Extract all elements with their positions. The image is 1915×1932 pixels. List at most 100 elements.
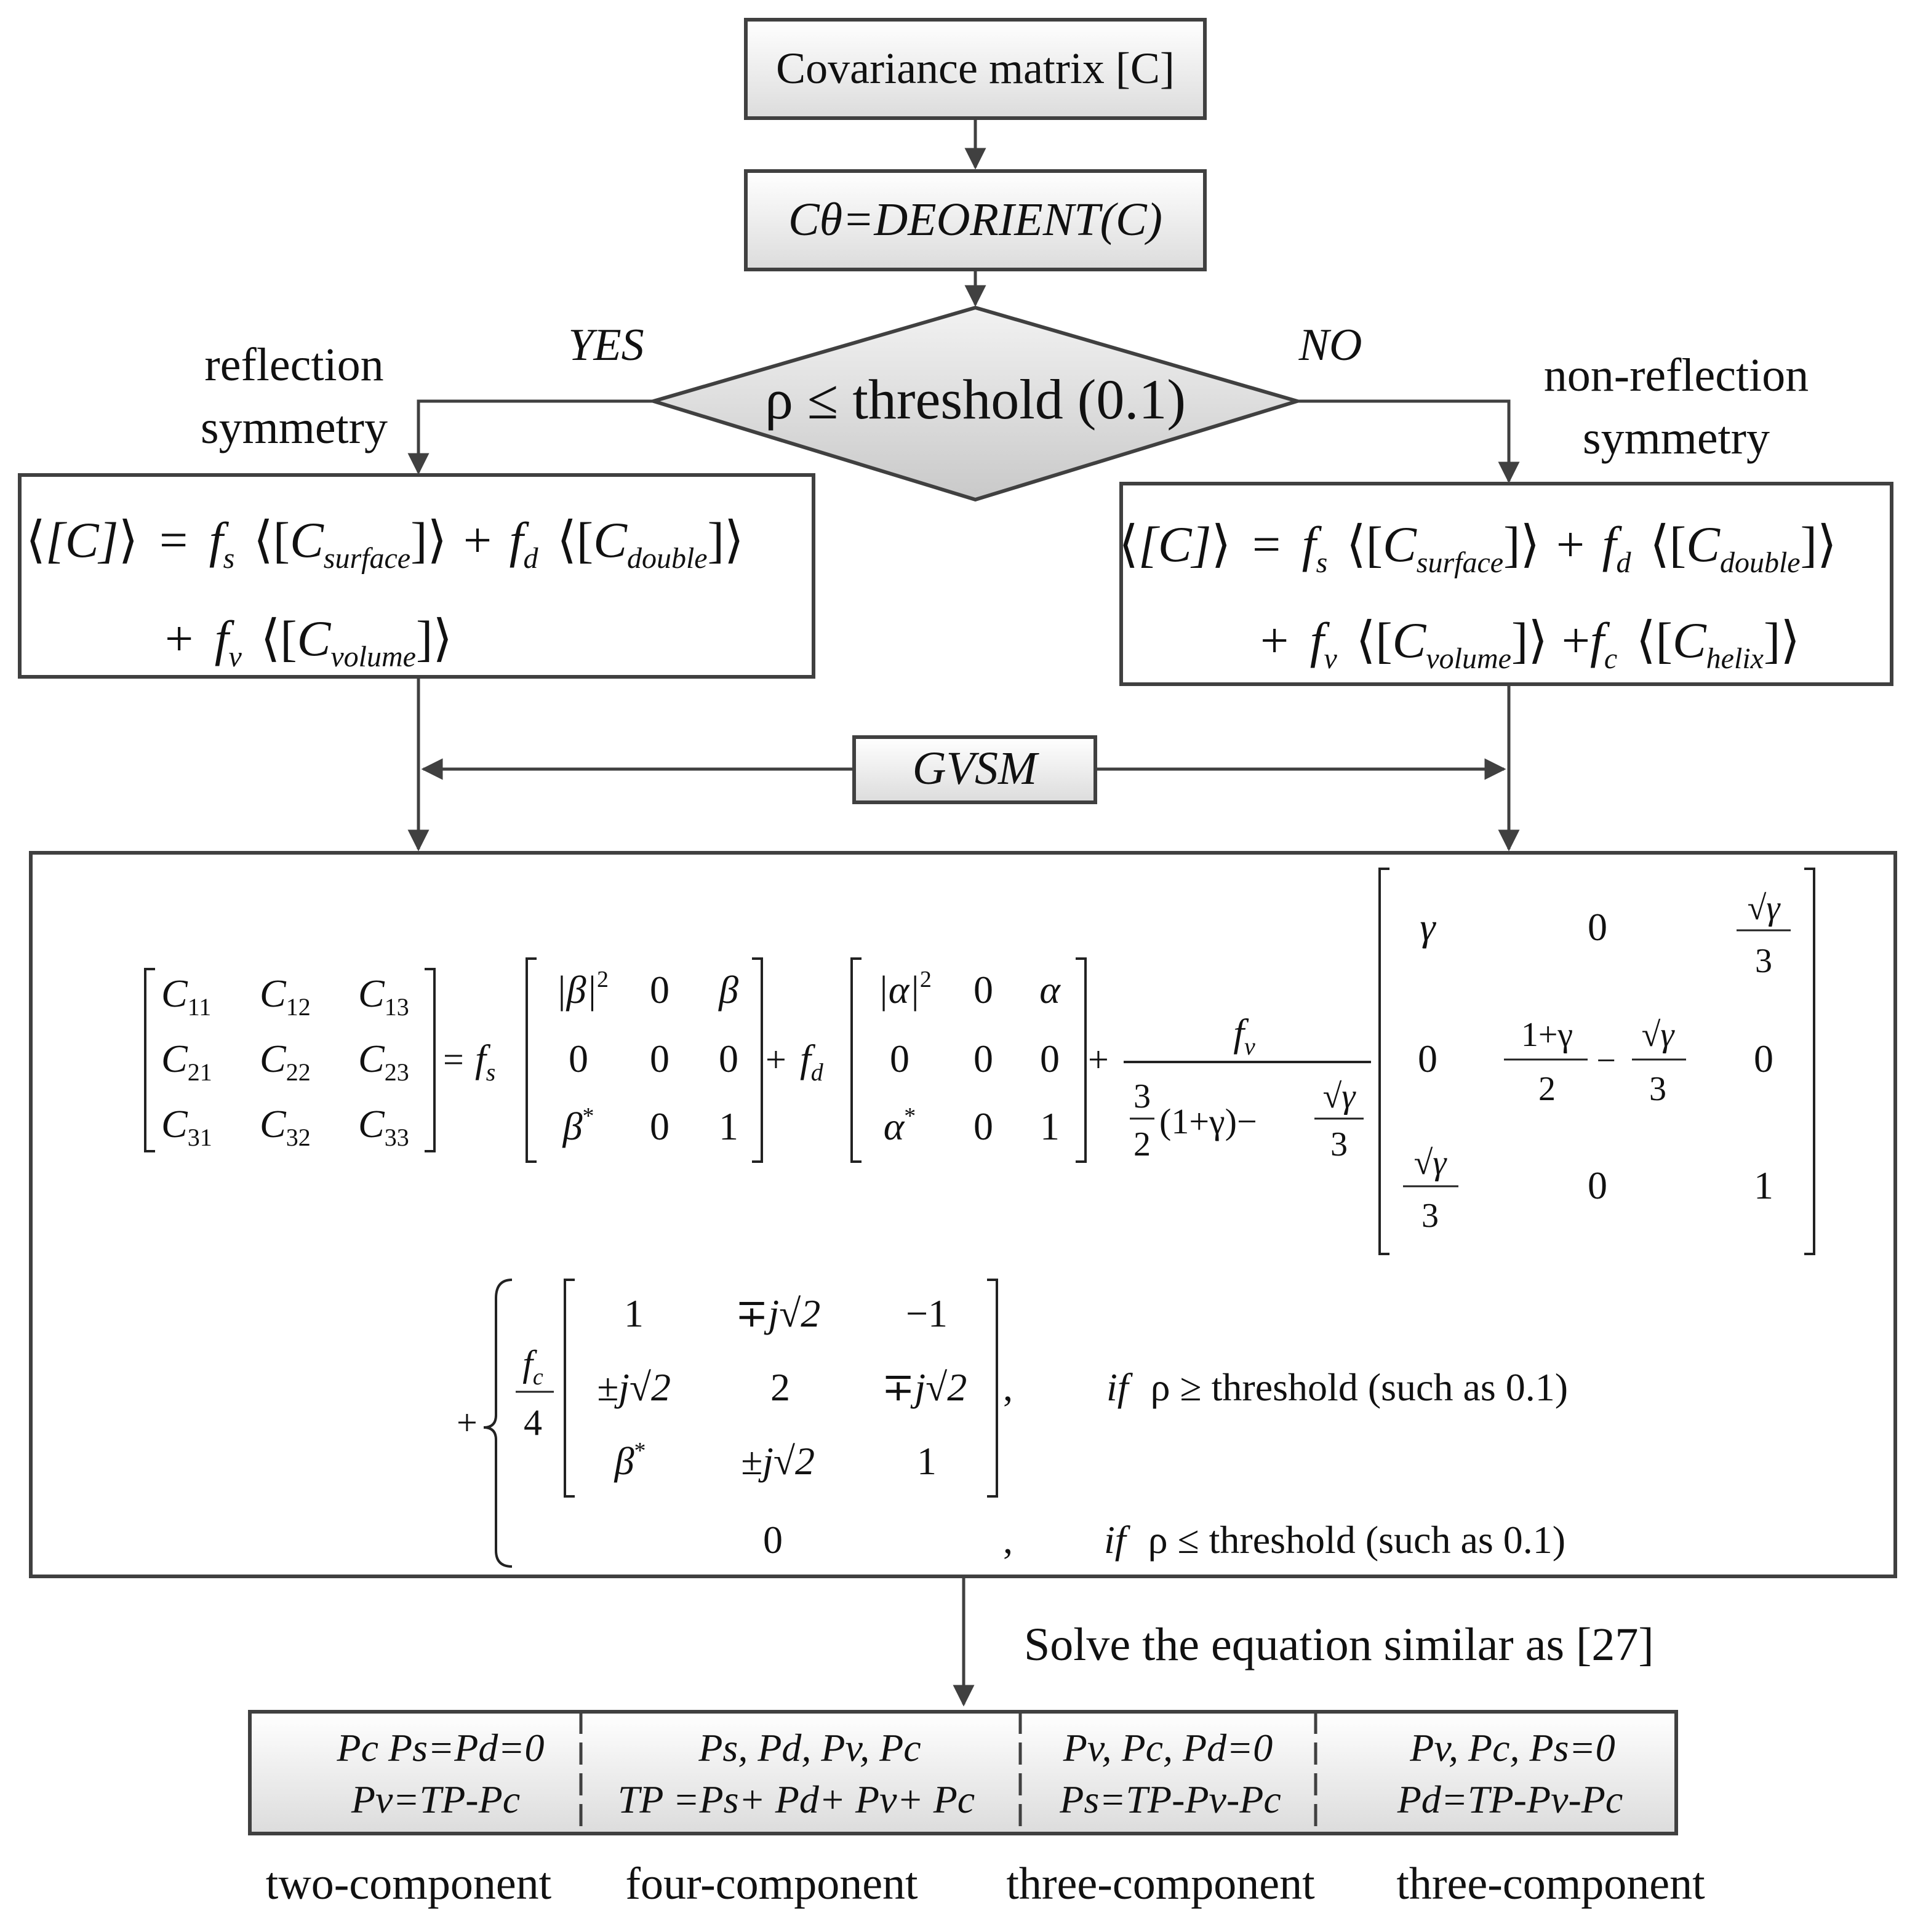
svg-text:α*: α* — [884, 1103, 916, 1148]
result-labels: two-component four-component three-compo… — [266, 1859, 1705, 1909]
result-two-component: Pc Ps=Pd=0 Pv=TP-Pc — [337, 1726, 545, 1821]
svg-text:3: 3 — [1649, 1070, 1666, 1108]
svg-text:0: 0 — [973, 1037, 993, 1080]
result-three-component-a: Pv, Pc, Pd=0 Ps=TP-Pv-Pc — [1059, 1726, 1281, 1821]
svg-text:Pv, Pc, Ps=0: Pv, Pc, Ps=0 — [1409, 1726, 1615, 1770]
svg-text:4: 4 — [524, 1402, 542, 1443]
svg-text:+ fv ⟨[Cvolume]⟩: + fv ⟨[Cvolume]⟩ +fc ⟨[Chelix]⟩ — [1260, 612, 1800, 679]
svg-text:0: 0 — [1588, 905, 1607, 949]
covariance-box — [744, 18, 1207, 120]
svg-text:3: 3 — [1755, 942, 1772, 980]
equals-sign: = — [159, 512, 188, 568]
surface-subscript: surface — [324, 542, 410, 575]
svg-text:0: 0 — [973, 968, 993, 1012]
angle-close: ⟩ — [119, 512, 138, 568]
svg-text:three-component: three-component — [1396, 1859, 1705, 1909]
volume-subscript: volume — [330, 641, 416, 673]
equation-equals: = — [443, 1039, 464, 1080]
eq-plus-fd: + — [766, 1039, 786, 1080]
svg-text:0: 0 — [890, 1037, 910, 1080]
branch-line-yes — [407, 399, 654, 475]
svg-text:−1: −1 — [906, 1291, 948, 1335]
svg-text:2: 2 — [1538, 1070, 1556, 1108]
piecewise-brace — [483, 1279, 513, 1568]
svg-text:0: 0 — [1588, 1164, 1607, 1207]
svg-text:0: 0 — [973, 1104, 993, 1148]
double-matrix: |α|2 0 α 0 0 0 α* 0 1 — [878, 967, 1061, 1148]
result-three-component-b: Pv, Pc, Ps=0 Pd=TP-Pv-Pc — [1397, 1726, 1623, 1821]
svg-text:⟨[C]⟩ = fs ⟨: ⟨[C]⟩ = fs ⟨[Csurface]⟩ + fd ⟨[Cdouble]⟩ — [1119, 516, 1837, 583]
svg-text:3: 3 — [1330, 1125, 1348, 1164]
angle-open: ⟨ — [26, 512, 46, 568]
lhs-matrix: [C] — [46, 512, 119, 568]
svg-text:√γ: √γ — [1323, 1077, 1357, 1116]
c-symbol: C — [290, 512, 324, 568]
decision-diamond — [647, 305, 1304, 502]
svg-text:−: − — [1596, 1042, 1616, 1080]
branch-line-no — [1297, 399, 1520, 484]
svg-text:1: 1 — [719, 1104, 738, 1148]
decision-label: ρ ≤ threshold (0.1) — [765, 368, 1186, 431]
fv-fraction: fv 3 2 (1+γ)− √γ 3 — [1124, 1011, 1371, 1164]
svg-text:four-component: four-component — [625, 1859, 918, 1909]
deorient-label: Cθ=DEORIENT(C) — [788, 194, 1162, 245]
svg-text:0: 0 — [650, 968, 670, 1012]
svg-text:γ: γ — [1420, 905, 1436, 949]
helix-subscript: helix — [1706, 642, 1764, 675]
svg-text:√γ: √γ — [1642, 1016, 1676, 1054]
equation-box — [29, 851, 1897, 1578]
svg-text:±j√2: ±j√2 — [741, 1439, 815, 1483]
svg-text:C22: C22 — [260, 1037, 311, 1086]
yes-label: YES — [568, 320, 644, 370]
svg-text:3: 3 — [1133, 1077, 1151, 1116]
svg-text:2: 2 — [1133, 1125, 1151, 1164]
no-label: NO — [1298, 320, 1362, 370]
svg-text:√γ: √γ — [1414, 1144, 1448, 1182]
non-reflection-symmetry-line2: symmetry — [1583, 412, 1770, 464]
svg-text:1: 1 — [1754, 1164, 1773, 1207]
non-reflection-model-formula: ⟨[C]⟩ = fs ⟨[Csurface]⟩ + fd ⟨[Cdouble]⟩… — [1119, 516, 1837, 679]
surface-matrix: |β|2 0 β 0 0 0 β* 0 1 — [556, 967, 738, 1148]
svg-text:Ps=TP-Pv-Pc: Ps=TP-Pv-Pc — [1059, 1778, 1281, 1821]
svg-text:Ps, Pd, Pv, Pc: Ps, Pd, Pv, Pc — [698, 1726, 921, 1770]
result-four-component: Ps, Pd, Pv, Pc TP =Ps+ Pd+ Pv+ Pc — [618, 1726, 975, 1821]
eq-plus-fv: + — [1088, 1039, 1109, 1080]
deorient-box — [744, 169, 1207, 271]
svg-text:Pc Ps=Pd=0: Pc Ps=Pd=0 — [337, 1726, 545, 1770]
volume-matrix: γ 0 √γ 3 0 1+γ 2 − √γ 3 0 √γ 3 0 1 — [1403, 889, 1791, 1235]
svg-text:two-component: two-component — [266, 1859, 552, 1909]
reflection-symmetry-line1: reflection — [204, 339, 383, 391]
svg-text:0: 0 — [569, 1037, 588, 1080]
svg-text:√γ: √γ — [1748, 889, 1781, 927]
svg-text:1: 1 — [624, 1291, 644, 1335]
reflection-symmetry-line2: symmetry — [201, 402, 388, 453]
svg-text:±j√2: ±j√2 — [597, 1365, 671, 1409]
svg-text:(1+γ)−: (1+γ)− — [1159, 1101, 1257, 1141]
covariance-label: Covariance matrix [C] — [776, 44, 1175, 93]
svg-text:⟨[C]⟩ = fs ⟨: ⟨[C]⟩ = fs ⟨[Csurface]⟩ + fd ⟨[Cdouble]⟩ — [26, 512, 744, 579]
reflection-model-formula: ⟨[C]⟩ = fs ⟨[Csurface]⟩ + fd ⟨[Cdouble]⟩… — [26, 512, 744, 677]
svg-text:3: 3 — [1421, 1197, 1439, 1235]
svg-text:Pv=TP-Pc: Pv=TP-Pc — [351, 1778, 520, 1821]
svg-text:1: 1 — [1040, 1104, 1060, 1148]
double-subscript: double — [627, 542, 708, 575]
svg-text:Pv, Pc, Pd=0: Pv, Pc, Pd=0 — [1063, 1726, 1273, 1770]
svg-text:2: 2 — [770, 1365, 790, 1409]
svg-text:α: α — [1039, 968, 1061, 1012]
svg-text:0: 0 — [650, 1104, 670, 1148]
svg-text:0: 0 — [1040, 1037, 1060, 1080]
c-matrix-entries: C11 C12 C13 C21 C22 C23 C31 C32 C33 — [161, 972, 409, 1151]
svg-text:+ fv ⟨[Cvolume]⟩: + fv ⟨[Cvolume]⟩ — [165, 610, 452, 677]
fs-subscript: s — [223, 542, 235, 575]
results-box — [248, 1710, 1678, 1835]
svg-text:β: β — [718, 968, 738, 1012]
reflection-model-box — [18, 473, 815, 679]
helix-matrix: 1 ∓j√2 −1 ±j√2 2 ∓j√2 β* ±j√2 1 — [597, 1291, 967, 1483]
svg-text:TP =Ps+ Pd+ Pv+ Pc: TP =Ps+ Pd+ Pv+ Pc — [618, 1778, 975, 1821]
svg-text:0: 0 — [719, 1037, 738, 1080]
piecewise-zero: 0 — [763, 1518, 783, 1562]
